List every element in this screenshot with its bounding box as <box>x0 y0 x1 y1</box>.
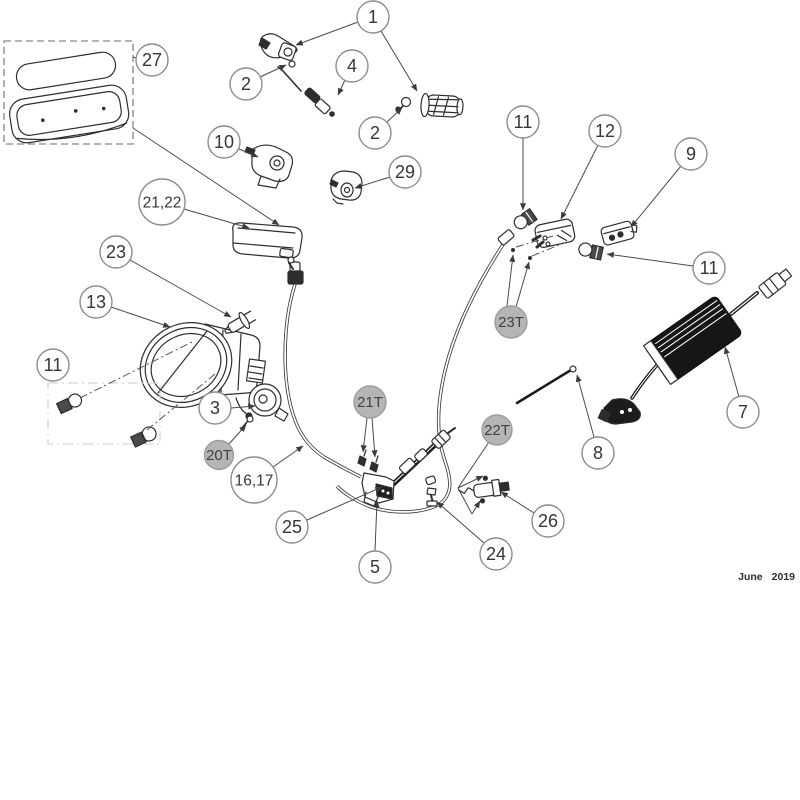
svg-text:7: 7 <box>738 402 748 422</box>
horn-part <box>240 383 289 430</box>
callout-29: 29 <box>388 155 422 189</box>
detail-box-outline <box>47 382 161 445</box>
throttle-cable-part <box>283 261 362 479</box>
svg-text:26: 26 <box>538 511 558 531</box>
lever-pivot-ring-part <box>288 60 296 68</box>
adjuster-screw-part <box>369 461 379 473</box>
callout-11-right: 11 <box>692 251 726 285</box>
svg-text:11: 11 <box>44 355 63 375</box>
starter-switch-part <box>329 170 363 205</box>
callout-9: 9 <box>674 137 708 171</box>
grip-end-screw-part <box>395 96 412 112</box>
callout-8: 8 <box>581 436 615 470</box>
callout-3: 3 <box>198 391 232 425</box>
indicator-bulbs-part <box>47 382 161 448</box>
bulb-part <box>513 208 538 230</box>
svg-text:2: 2 <box>370 123 380 143</box>
callout-24: 24 <box>479 537 513 571</box>
callout-21T: 21T <box>353 385 387 419</box>
callout-2-left: 2 <box>229 67 263 101</box>
detail-box-outline <box>3 40 134 145</box>
callout-11-left: 11 <box>36 348 70 382</box>
callout-5: 5 <box>358 550 392 584</box>
revision-date: June 2019 <box>729 571 795 583</box>
svg-text:20T: 20T <box>206 447 232 464</box>
svg-text:13: 13 <box>86 292 106 312</box>
flasher-relay-part <box>531 218 576 249</box>
svg-text:24: 24 <box>486 544 506 564</box>
callout-2-right: 2 <box>358 116 392 150</box>
bulb-part <box>578 242 604 261</box>
svg-text:16,17: 16,17 <box>235 473 274 490</box>
callout-20T: 20T <box>203 439 235 471</box>
svg-text:29: 29 <box>395 162 415 182</box>
cable-bolt-part <box>426 487 438 507</box>
callout-7: 7 <box>726 395 760 429</box>
brake-cable-assembly-part <box>357 427 456 507</box>
svg-text:22T: 22T <box>484 422 510 439</box>
svg-text:10: 10 <box>214 132 234 152</box>
svg-text:1: 1 <box>368 7 378 27</box>
callout-16-17: 16,17 <box>230 456 278 504</box>
ignition-coil-part <box>597 268 793 425</box>
svg-text:5: 5 <box>370 557 380 577</box>
svg-text:27: 27 <box>142 50 162 70</box>
callouts: 27 1 2 4 2 10 29 21,22 23 13 11 3 20T 16… <box>36 0 760 584</box>
callout-4: 4 <box>335 49 369 83</box>
handlebar-switch-part <box>244 144 294 189</box>
callout-23T: 23T <box>494 305 528 339</box>
headlight-part <box>139 322 267 420</box>
grip-part <box>420 92 464 118</box>
callout-25: 25 <box>275 510 309 544</box>
adjuster-screw-part <box>357 455 367 467</box>
stay-rod-part <box>515 365 577 405</box>
lever-part <box>258 33 335 117</box>
callout-27: 27 <box>135 43 169 77</box>
svg-text:4: 4 <box>347 56 357 76</box>
svg-text:12: 12 <box>595 121 615 141</box>
callout-26: 26 <box>531 504 565 538</box>
svg-text:23: 23 <box>106 242 126 262</box>
callout-10: 10 <box>207 125 241 159</box>
callout-13: 13 <box>79 285 113 319</box>
svg-text:2: 2 <box>241 74 251 94</box>
callout-12: 12 <box>588 114 622 148</box>
callout-22T: 22T <box>481 414 513 446</box>
horn-screw-part <box>246 415 254 423</box>
callout-23: 23 <box>99 235 133 269</box>
revision-month: June <box>738 571 763 583</box>
top-case-part <box>3 40 134 145</box>
svg-text:21,22: 21,22 <box>143 195 182 212</box>
headlamp-bulb-part <box>224 310 257 334</box>
junction-box-part <box>232 222 303 270</box>
svg-text:21T: 21T <box>357 394 383 411</box>
connector-part <box>600 220 638 246</box>
svg-text:11: 11 <box>700 258 719 278</box>
svg-text:9: 9 <box>686 144 696 164</box>
callout-21-22: 21,22 <box>138 178 186 226</box>
callout-1: 1 <box>356 0 390 34</box>
callout-11-top: 11 <box>506 105 540 139</box>
speedometer-cable-part <box>335 229 515 514</box>
svg-text:8: 8 <box>593 443 603 463</box>
svg-text:25: 25 <box>282 517 302 537</box>
svg-text:11: 11 <box>514 112 533 132</box>
svg-text:23T: 23T <box>498 314 524 331</box>
brake-switch-part <box>458 475 510 504</box>
svg-text:3: 3 <box>210 398 220 418</box>
revision-year: 2019 <box>771 571 795 583</box>
leader-lines <box>79 21 740 552</box>
